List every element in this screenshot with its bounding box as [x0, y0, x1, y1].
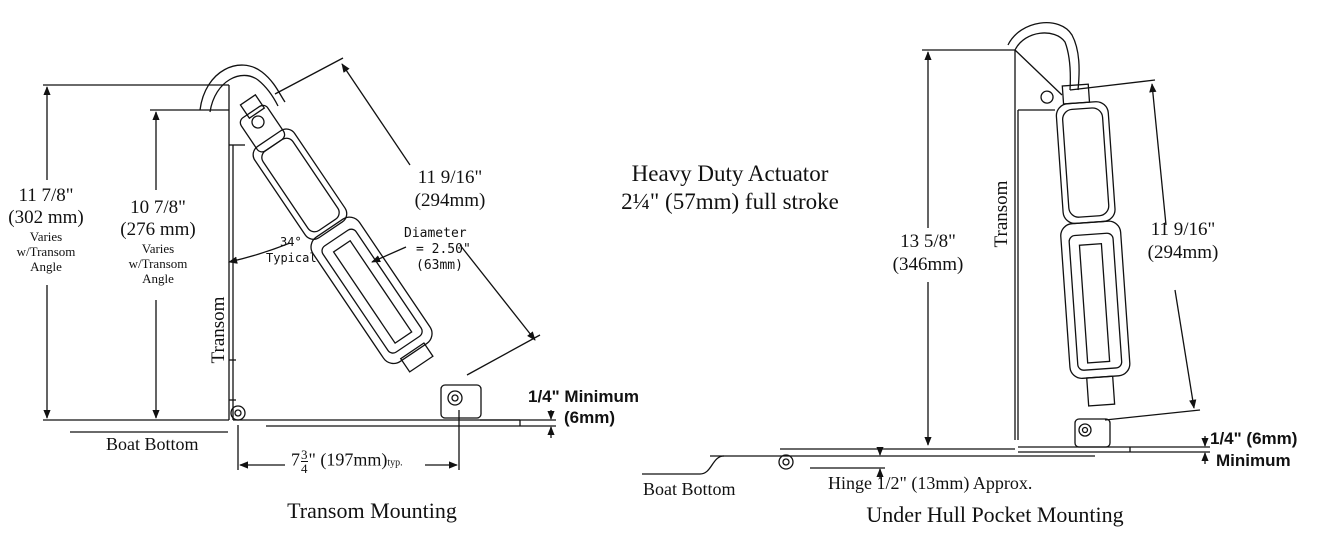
angle-arc [228, 242, 291, 264]
right-diag-ext-top [1069, 79, 1156, 91]
angle-value: 34° [280, 235, 302, 249]
angle-label: 34° Typical [266, 234, 317, 266]
right-length-imperial: 11 9/16" [1150, 219, 1216, 240]
hinge-label: Hinge 1/2" (13mm) Approx. [828, 473, 1033, 493]
right-transom-label: Transom [991, 180, 1012, 248]
offset-suffix: typ. [387, 457, 403, 469]
right-lower-clevis [1074, 418, 1111, 448]
left-overall-note3: Angle [30, 259, 62, 274]
left-caption: Transom Mounting [287, 498, 457, 523]
angle-note: Typical [266, 251, 317, 265]
left-minimum-label: 1/4" Minimum (6mm) [528, 386, 639, 428]
right-boat-bottom-label: Boat Bottom [643, 479, 736, 499]
diameter-value: = 2.50" [416, 242, 471, 257]
left-actuator-length-label: 11 9/16" (294mm) [400, 166, 500, 212]
left-minimum-metric: (6mm) [564, 408, 616, 427]
left-diag-ext-bottom [466, 334, 541, 376]
center-title-line1: Heavy Duty Actuator [631, 161, 829, 186]
left-minimum-imperial: 1/4" Minimum [528, 387, 640, 406]
left-length-imperial: 11 9/16" [417, 167, 483, 188]
left-transom-label: Transom [208, 296, 229, 364]
right-hinge-pin-inner [782, 458, 790, 466]
right-hull [642, 446, 1131, 475]
diameter-metric: (63mm) [416, 258, 463, 273]
left-length-metric: (294mm) [414, 190, 486, 211]
left-hinge-pin [230, 405, 246, 421]
left-cable-inner [209, 74, 279, 113]
right-hinge-pin [778, 454, 794, 470]
offset-rest: " (197mm) [308, 449, 388, 470]
left-boat-bottom-label: Boat Bottom [106, 434, 199, 454]
right-diag-ext-bottom [1104, 409, 1201, 421]
left-mount-note3: Angle [142, 271, 174, 286]
left-overall-height-label: 11 7/8" (302 mm) Varies w/Transom Angle [0, 185, 92, 274]
diameter-leader [371, 246, 407, 263]
right-diag-dim-lower [1174, 289, 1197, 409]
left-overall-note1: Varies [29, 229, 63, 244]
right-minimum-word: Minimum [1216, 451, 1291, 470]
offset-whole: 7 [291, 449, 300, 470]
left-transom-wall [228, 85, 245, 420]
left-mount-metric: (276 mm) [120, 219, 196, 240]
left-mount-height-label: 10 7/8" (276 mm) Varies w/Transom Angle [110, 197, 206, 286]
left-trim-plate [70, 419, 521, 433]
left-diag-ext-top [274, 57, 344, 95]
center-title: Heavy Duty Actuator 2¼" (57mm) full stro… [580, 160, 880, 216]
right-minimum-imperial: 1/4" (6mm) [1210, 429, 1298, 448]
right-overall-height-label: 13 5/8" (346mm) [880, 230, 976, 276]
right-actuator-length-label: 11 9/16" (294mm) [1135, 218, 1231, 264]
right-overall-imperial: 13 5/8" [900, 231, 956, 252]
left-mount-imperial: 10 7/8" [130, 197, 186, 218]
right-actuator [1040, 83, 1131, 407]
left-overall-imperial: 11 7/8" [18, 185, 74, 206]
right-overall-metric: (346mm) [892, 254, 964, 275]
left-actuator [239, 93, 434, 373]
left-mount-note1: Varies [141, 241, 175, 256]
right-diag-dim-upper [1149, 83, 1167, 226]
left-overall-note2: w/Transom [16, 244, 76, 259]
left-lower-clevis [440, 384, 482, 419]
right-cable-inner [1014, 32, 1071, 91]
right-minimum-label: 1/4" (6mm) Minimum [1210, 428, 1297, 472]
diameter-label: Diameter = 2.50" (63mm) [404, 226, 471, 274]
offset-numerator: 3 [301, 447, 308, 462]
right-caption: Under Hull Pocket Mounting [866, 502, 1124, 527]
left-cable [199, 64, 286, 111]
right-transom-wall [1014, 49, 1063, 440]
left-diag-dim-lower [459, 244, 536, 341]
left-mount-note2: w/Transom [128, 256, 188, 271]
right-length-metric: (294mm) [1147, 242, 1219, 263]
left-overall-metric: (302 mm) [8, 207, 84, 228]
center-title-line2: 2¼" (57mm) full stroke [621, 189, 839, 214]
left-hinge-pin-inner [234, 409, 242, 417]
offset-denominator: 4 [301, 461, 308, 476]
right-cable [1007, 22, 1080, 91]
diameter-text: Diameter [404, 226, 467, 241]
left-diag-dim-upper [341, 63, 411, 166]
